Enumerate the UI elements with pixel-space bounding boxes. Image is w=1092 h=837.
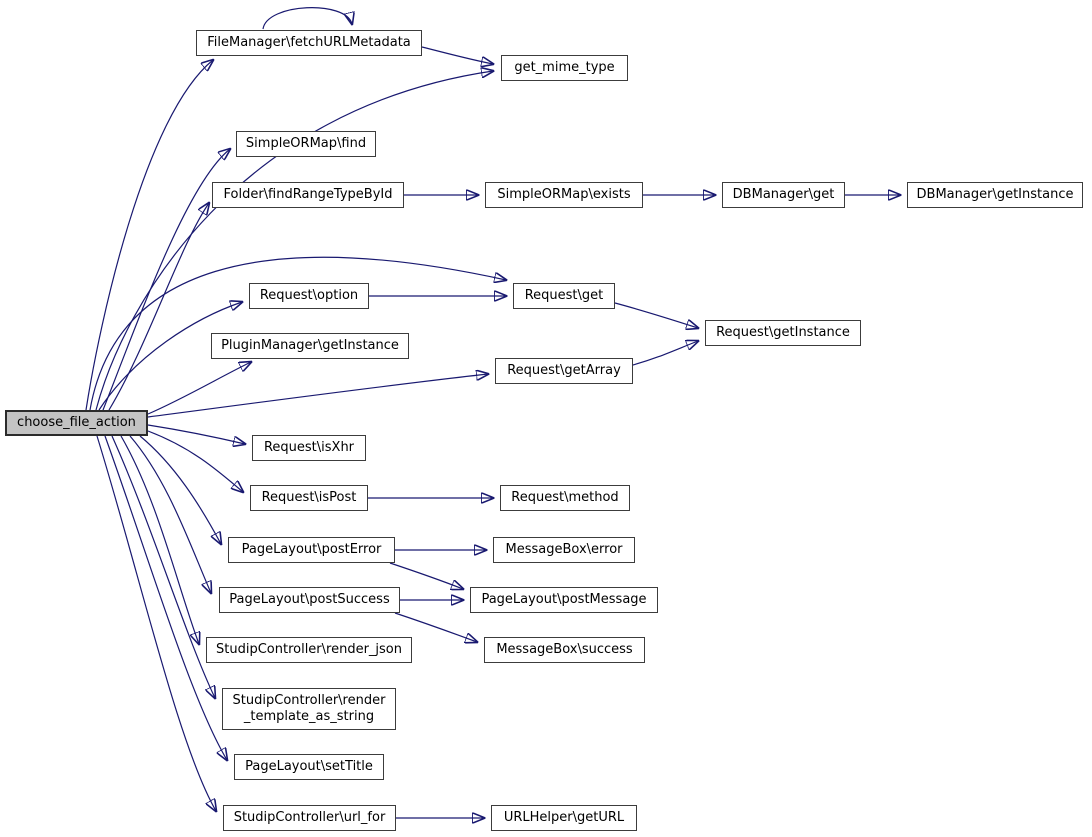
node-studipcontroller-render-json[interactable]: StudipController\render_json bbox=[206, 637, 412, 663]
node-simpleormap-exists[interactable]: SimpleORMap\exists bbox=[485, 182, 643, 208]
edge-choose-file-action-to-fetch-url-metadata bbox=[85, 60, 213, 411]
node-folder-find-range-type-by-id[interactable]: Folder\findRangeTypeById bbox=[212, 182, 404, 208]
edge-choose-file-action-to-pagelayout-postsuccess bbox=[129, 435, 211, 593]
node-pagelayout-postsuccess[interactable]: PageLayout\postSuccess bbox=[219, 587, 400, 613]
edge-choose-file-action-to-studipcontroller-url-for bbox=[96, 435, 216, 811]
edge-choose-file-action-to-request-isxhr bbox=[147, 424, 245, 444]
node-urlhelper-geturl[interactable]: URLHelper\getURL bbox=[491, 805, 637, 831]
node-messagebox-success[interactable]: MessageBox\success bbox=[484, 637, 645, 663]
node-request-get[interactable]: Request\get bbox=[513, 283, 615, 309]
node-pagelayout-settitle[interactable]: PageLayout\setTitle bbox=[234, 754, 384, 780]
node-dbmanager-getinstance[interactable]: DBManager\getInstance bbox=[907, 182, 1083, 208]
edge-choose-file-action-to-simpleormap-find bbox=[102, 149, 230, 411]
edge-choose-file-action-to-get-mime-type bbox=[95, 71, 493, 411]
edge-choose-file-action-to-studipcontroller-render-json bbox=[120, 435, 199, 644]
edge-fetch-url-metadata-self-loop bbox=[262, 7, 352, 30]
edge-choose-file-action-to-request-get bbox=[89, 256, 506, 411]
node-studipcontroller-render-template-as-string[interactable]: StudipController\render _template_as_str… bbox=[222, 688, 396, 730]
node-fetch-url-metadata[interactable]: FileManager\fetchURLMetadata bbox=[196, 30, 422, 56]
node-studipcontroller-url-for[interactable]: StudipController\url_for bbox=[223, 805, 396, 831]
node-choose-file-action: choose_file_action bbox=[5, 410, 148, 436]
node-request-getinstance[interactable]: Request\getInstance bbox=[705, 320, 861, 346]
node-dbmanager-get[interactable]: DBManager\get bbox=[722, 182, 845, 208]
node-pagelayout-postmessage[interactable]: PageLayout\postMessage bbox=[470, 587, 658, 613]
node-request-method[interactable]: Request\method bbox=[500, 485, 630, 511]
node-simpleormap-find[interactable]: SimpleORMap\find bbox=[236, 131, 376, 157]
node-messagebox-error[interactable]: MessageBox\error bbox=[493, 537, 635, 563]
edge-choose-file-action-to-request-getarray bbox=[147, 374, 488, 418]
edge-choose-file-action-to-render-template-as-string bbox=[111, 435, 215, 698]
node-pagelayout-posterror[interactable]: PageLayout\postError bbox=[228, 537, 395, 563]
node-request-getarray[interactable]: Request\getArray bbox=[495, 358, 633, 384]
node-request-ispost[interactable]: Request\isPost bbox=[250, 485, 368, 511]
node-pluginmanager-getinstance[interactable]: PluginManager\getInstance bbox=[211, 333, 409, 359]
edge-pagelayout-postsuccess-to-messagebox-success bbox=[394, 612, 477, 642]
edge-choose-file-action-to-pagelayout-settitle bbox=[104, 435, 227, 760]
edge-choose-file-action-to-request-ispost bbox=[147, 430, 243, 492]
node-get-mime-type[interactable]: get_mime_type bbox=[501, 55, 628, 81]
edge-request-getarray-to-request-getinstance bbox=[632, 341, 698, 366]
edge-choose-file-action-to-pluginmanager-getinstance bbox=[147, 362, 251, 415]
edge-request-get-to-request-getinstance bbox=[614, 302, 698, 328]
edge-choose-file-action-to-pagelayout-posterror bbox=[139, 435, 221, 544]
edge-pagelayout-posterror-to-pagelayout-postmessage bbox=[389, 562, 463, 589]
edge-choose-file-action-to-request-option bbox=[98, 302, 242, 411]
edge-fetch-url-metadata-to-get-mime-type bbox=[421, 46, 493, 64]
edge-choose-file-action-to-folder-find-range-type-by-id bbox=[108, 203, 209, 411]
node-request-isxhr[interactable]: Request\isXhr bbox=[252, 435, 366, 461]
node-request-option[interactable]: Request\option bbox=[249, 283, 369, 309]
